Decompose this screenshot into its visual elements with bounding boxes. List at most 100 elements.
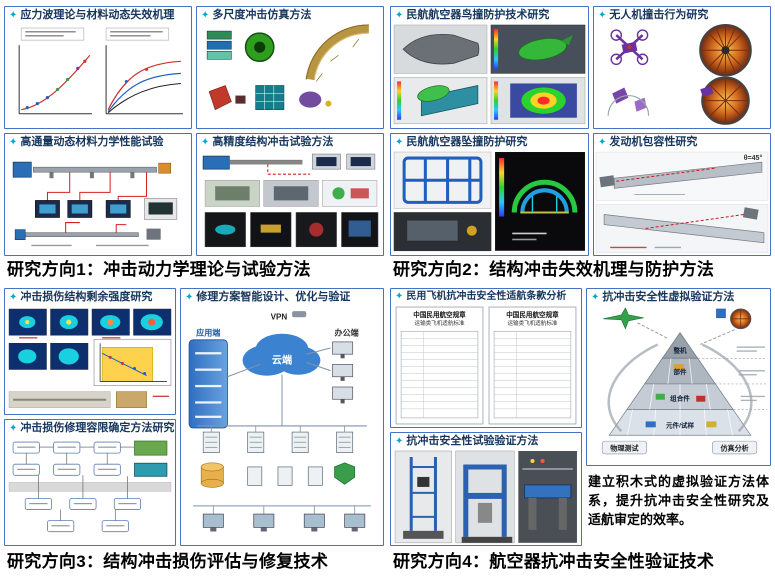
quadrant-research-direction-1: ✦ 应力波理论与材料动态失效机理 — [4, 6, 384, 256]
simulation-label: 仿真分析 — [720, 444, 748, 453]
test-rigs-figure — [394, 450, 577, 544]
star-icon: ✦ — [598, 9, 607, 21]
drone-fragments — [607, 87, 650, 116]
panel-title-text: 民用飞机抗冲击安全性适航条款分析 — [406, 291, 567, 302]
document-page: 中国民用航空规章 运输类飞机适航标准 — [488, 306, 577, 425]
star-icon: ✦ — [395, 435, 404, 447]
network-links — [197, 347, 367, 427]
fan-disc-icon — [730, 308, 752, 330]
panel-high-precision-impact-test: ✦ 高精度结构冲击试验方法 — [196, 133, 384, 256]
panel-title: ✦ 修理方案智能设计、优化与验证 — [181, 289, 383, 305]
star-icon: ✦ — [201, 9, 210, 21]
regulation-documents-figure: 中国民用航空规章 运输类飞机适航标准 — [395, 306, 577, 425]
impact-angle-label: θ=45° — [744, 154, 763, 162]
panel-stress-wave-theory: ✦ 应力波理论与材料动态失效机理 — [4, 6, 192, 129]
stress-wave-figure — [5, 23, 191, 128]
bird-model — [518, 38, 567, 61]
virtual-verification-column: ✦ 抗冲击安全性虚拟验证方法 — [586, 288, 771, 546]
star-icon: ✦ — [201, 136, 210, 148]
projectile — [742, 207, 759, 220]
repair-tolerance-figure — [5, 436, 175, 545]
panel-residual-strength: ✦ 冲击损伤结构剩余强度研究 — [4, 288, 176, 415]
panel-title: ✦ 民航航空器坠撞防护研究 — [391, 134, 588, 150]
star-icon: ✦ — [395, 9, 404, 21]
multiscale-simulation-figure — [206, 24, 369, 111]
panel-title: ✦ 高精度结构冲击试验方法 — [197, 134, 383, 150]
star-icon: ✦ — [395, 291, 404, 302]
colorbar — [494, 29, 499, 70]
pyramid-tier-label: 组合件 — [670, 394, 690, 403]
flowchart-teal-box — [134, 462, 168, 477]
monitor-icon — [332, 341, 354, 404]
pyramid-tier-label: 整机 — [672, 346, 687, 355]
panel-title: ✦ 抗冲击安全性虚拟验证方法 — [587, 289, 770, 305]
panel-crash-protection: ✦ 民航航空器坠撞防护研究 — [390, 133, 589, 256]
physical-test-label: 物理测试 — [609, 444, 638, 453]
projectile — [599, 175, 615, 188]
colorbar — [397, 81, 402, 120]
uav-engine-impact-figure — [607, 24, 752, 125]
panel-multiscale-simulation: ✦ 多尺度冲击仿真方法 — [196, 6, 384, 129]
star-icon: ✦ — [9, 9, 18, 21]
panel-title-text: 冲击损伤修理容限确定方法研究 — [20, 422, 175, 434]
crash-protection-figure — [391, 150, 588, 255]
residual-strength-figure — [5, 305, 175, 414]
panel-uav-impact-behavior: ✦ 无人机撞击行为研究 — [593, 6, 771, 129]
panel-title-text: 高精度结构冲击试验方法 — [212, 136, 334, 148]
annotation-dashes — [736, 346, 765, 402]
panel-title-text: 民航航空器鸟撞防护技术研究 — [406, 9, 550, 21]
panel-title: ✦ 民用飞机抗冲击安全性适航条款分析 — [391, 289, 581, 304]
doc-header: 中国民用航空规章 — [506, 310, 559, 319]
high-precision-figure — [197, 150, 383, 255]
panel-title-text: 抗冲击安全性试验验证方法 — [406, 435, 539, 447]
test-frame — [402, 156, 483, 205]
panel-title-text: 民航航空器坠撞防护研究 — [406, 136, 528, 148]
right-process-arrow — [701, 343, 753, 433]
office-side-label: 办公端 — [335, 328, 359, 338]
star-icon: ✦ — [395, 136, 404, 148]
research-direction-2-caption: 研究方向2：结构冲击失效机理与防护方法 — [393, 260, 715, 279]
uav-impact-figure — [594, 23, 770, 128]
cscan-and-chart-figure — [8, 308, 172, 409]
panel-test-verification: ✦ 抗冲击安全性试验验证方法 — [390, 432, 582, 546]
star-icon: ✦ — [9, 136, 18, 148]
database-icon — [200, 462, 224, 488]
app-side-label: 应用端 — [196, 328, 220, 338]
repair-design-network-figure: VPN 云端 应用端 — [181, 305, 383, 545]
research-direction-1-caption: 研究方向1：冲击动力学理论与试验方法 — [7, 260, 311, 279]
left-process-arrow — [607, 343, 659, 433]
flowchart-figure — [8, 440, 172, 533]
panel-title: ✦ 冲击损伤结构剩余强度研究 — [5, 289, 175, 305]
pyramid-diagram: 整机 部件 组合件 元件/试样 — [607, 332, 767, 436]
cloud-icon: 云端 — [242, 333, 321, 376]
test-apparatus-schematic — [12, 161, 178, 247]
star-icon: ✦ — [9, 422, 18, 434]
network-topology-figure: VPN 云端 应用端 — [188, 311, 371, 532]
engine-containment-figure: θ=45° — [594, 150, 770, 255]
virtual-verification-note: 建立积木式的虚拟验证方法体系，提升抗冲击安全性研究及适航审定的效率。 — [588, 474, 769, 527]
panel-title-text: 多尺度冲击仿真方法 — [212, 9, 312, 21]
colorbar — [499, 158, 505, 217]
document-page: 中国民用航空规章 运输类飞机适航标准 — [395, 306, 484, 425]
containment-diagram: θ=45° — [595, 151, 769, 254]
engine-fan-disc — [700, 76, 750, 125]
star-icon: ✦ — [591, 291, 600, 303]
multiscale-figure — [197, 23, 383, 128]
aircraft-nose — [402, 34, 480, 65]
high-throughput-figure — [5, 150, 191, 255]
colorbar — [494, 81, 499, 120]
app-side-list — [188, 339, 228, 429]
panel-title-text: 发动机包容性研究 — [609, 136, 698, 148]
stress-wave-plots — [18, 27, 183, 115]
panel-title-text: 无人机撞击行为研究 — [609, 9, 709, 21]
impact-rig-photo — [518, 451, 577, 544]
crash-test-figure — [393, 151, 585, 252]
panel-virtual-verification: ✦ 抗冲击安全性虚拟验证方法 — [586, 288, 771, 466]
panel-repair-intelligent-design: ✦ 修理方案智能设计、优化与验证 VPN 云端 应用端 — [180, 288, 384, 546]
residual-strength-chart — [93, 339, 172, 387]
cloud-label: 云端 — [272, 354, 292, 367]
doc-subheader: 运输类飞机适航标准 — [415, 319, 465, 327]
server-icon — [247, 466, 263, 486]
panel-airworthiness-clause-analysis: ✦ 民用飞机抗冲击安全性适航条款分析 中国民用航空规章 运输类飞机适航标准 — [390, 288, 582, 428]
